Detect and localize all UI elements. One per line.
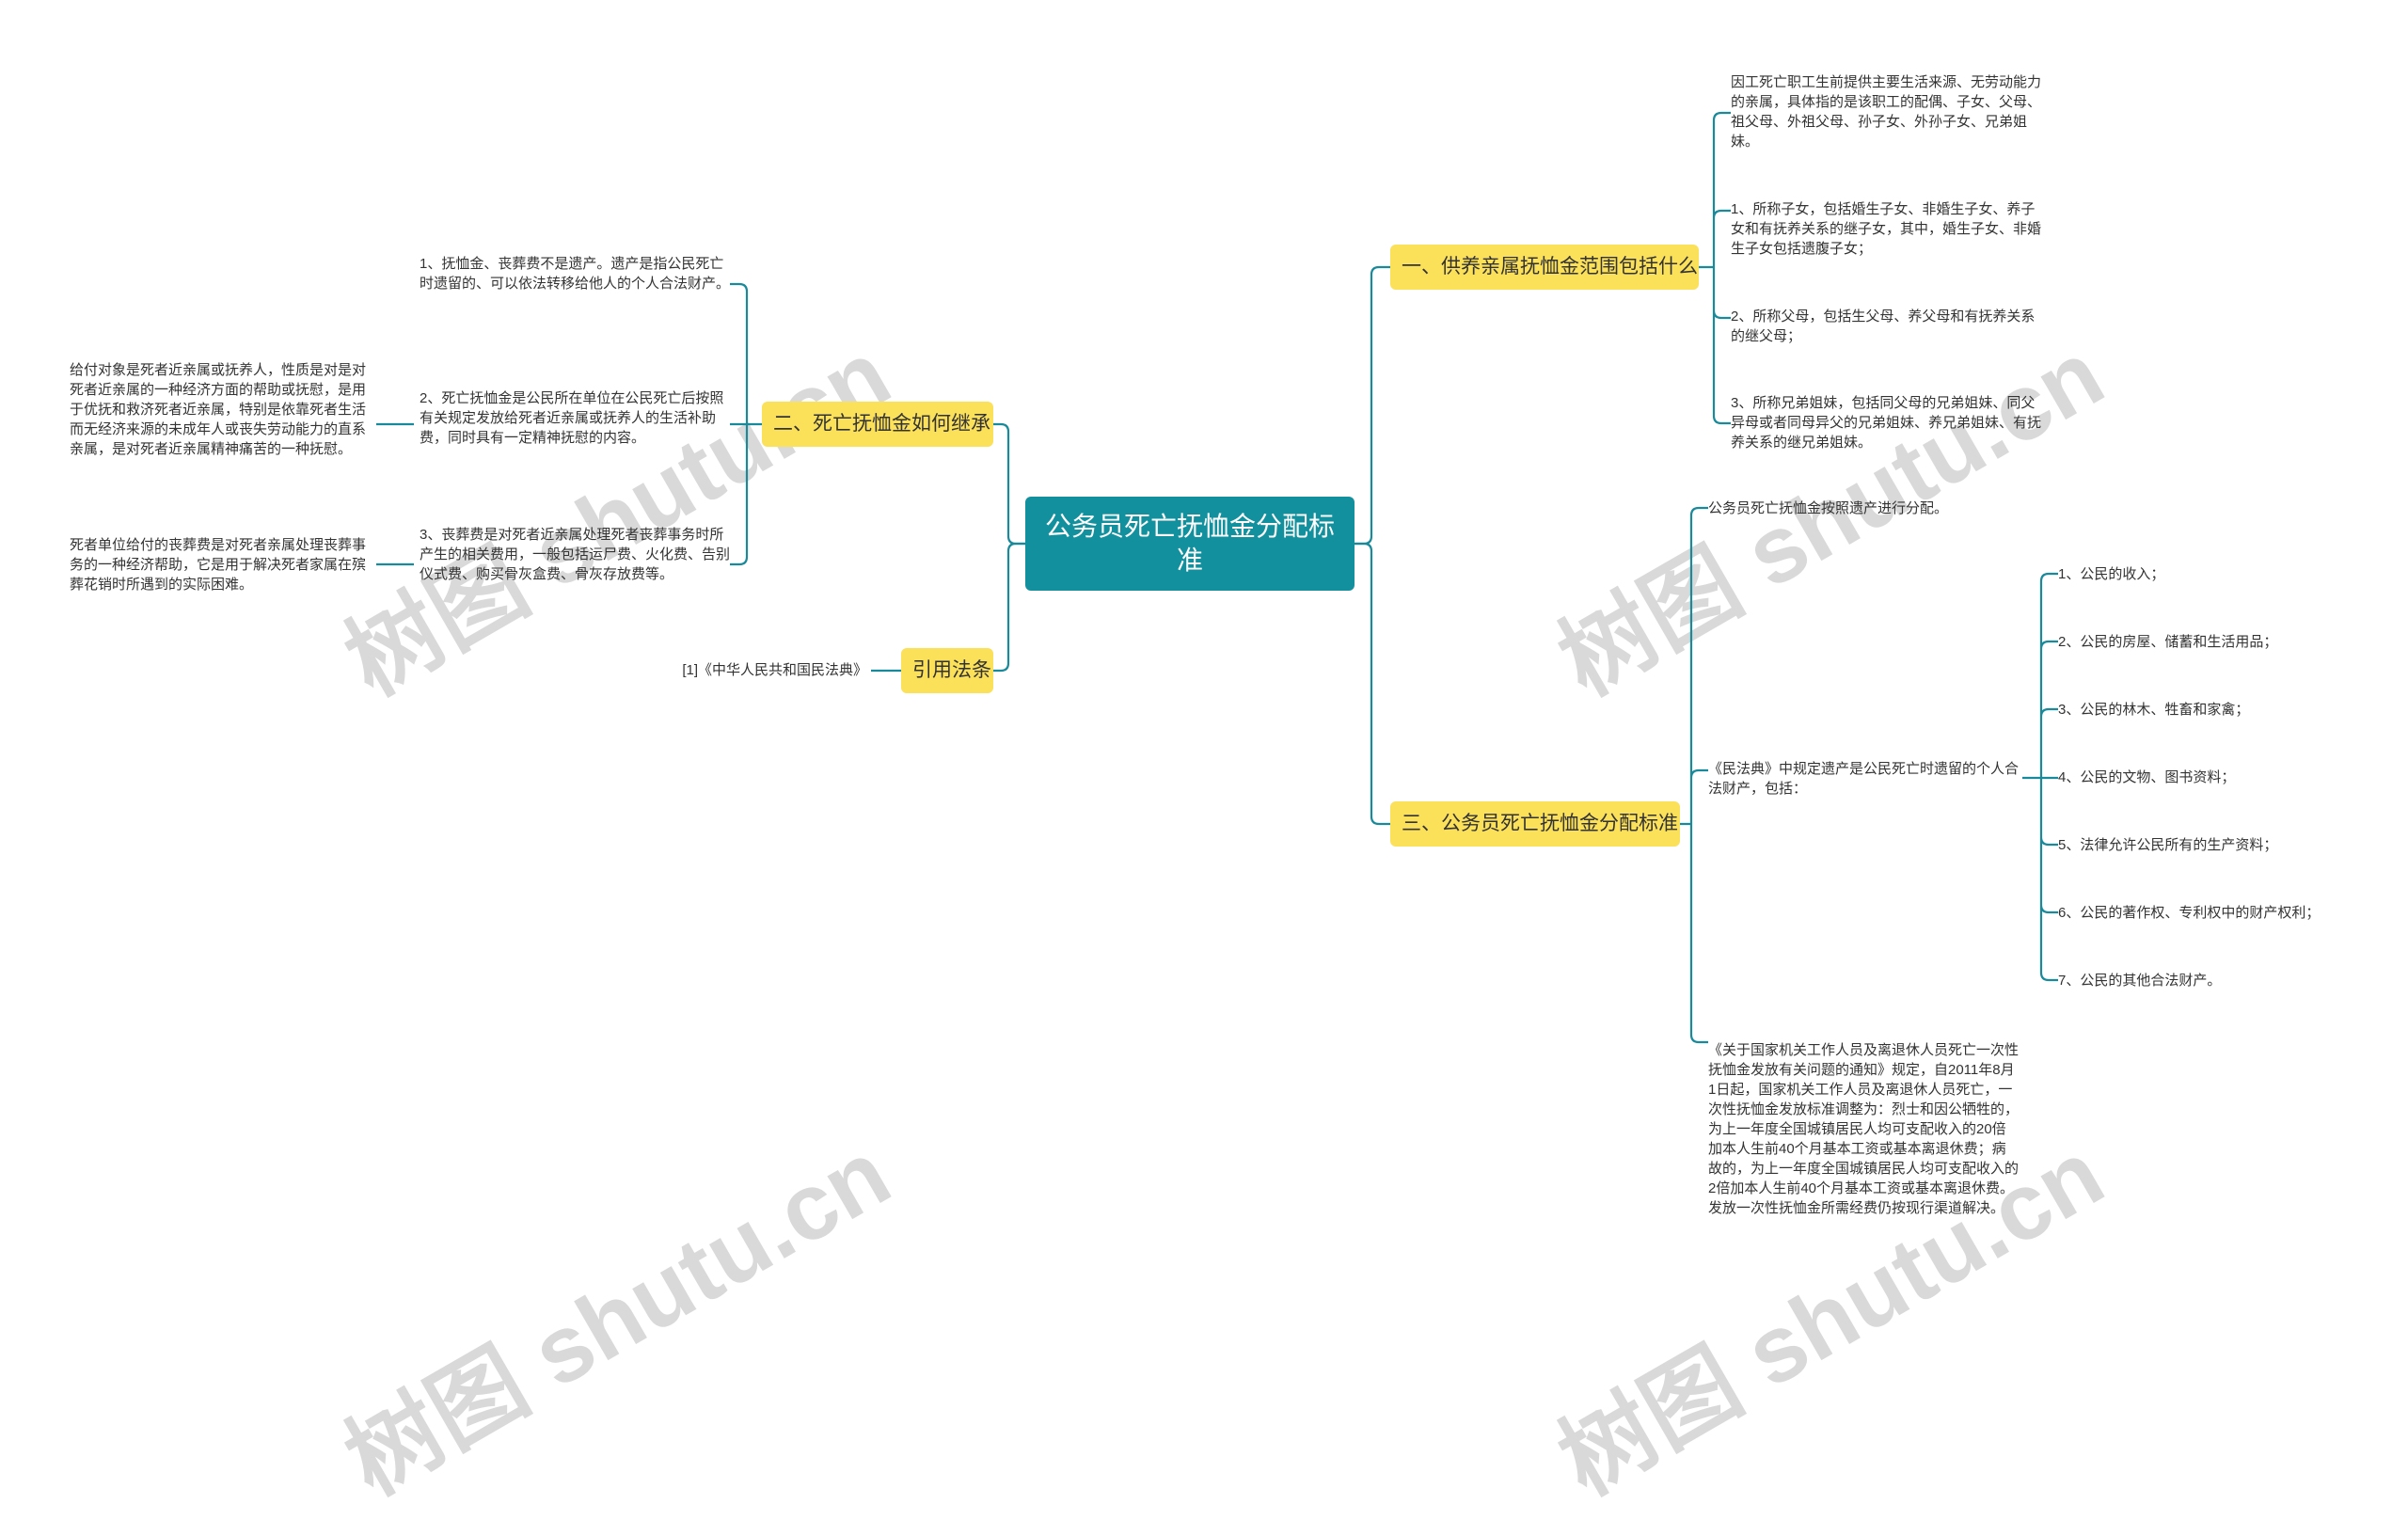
branch-node-b4[interactable]: 引用法条	[901, 648, 993, 693]
leaf-b2-sub-1: 死者单位给付的丧葬费是对死者亲属处理丧葬事务的一种经济帮助，它是用于解决死者家属…	[70, 537, 367, 593]
branch-label: 引用法条	[912, 659, 991, 681]
branch-node-b1[interactable]: 一、供养亲属抚恤金范围包括什么	[1390, 245, 1699, 290]
leaf-b2-1: 2、死亡抚恤金是公民所在单位在公民死亡后按照有关规定发放给死者近亲属或抚养人的生…	[420, 390, 724, 446]
connector-b1-children	[1699, 111, 1731, 425]
root-title: 公务员死亡抚恤金分配标准	[1044, 512, 1335, 575]
connector-b2-sub	[376, 422, 414, 566]
leaf-b1-2: 2、所称父母，包括生父母、养父母和有抚养关系的继父母；	[1731, 309, 2036, 344]
connector-root-b4	[993, 542, 1025, 673]
root-node[interactable]: 公务员死亡抚恤金分配标准	[1025, 497, 1354, 591]
branch-node-b3[interactable]: 三、公务员死亡抚恤金分配标准	[1390, 801, 1680, 847]
connector-b3-items	[2022, 572, 2058, 982]
leaf-b3-item-5: 6、公民的著作权、专利权中的财产权利；	[2058, 905, 2321, 921]
leaf-b1-0: 因工死亡职工生前提供主要生活来源、无劳动能力的亲属，具体指的是该职工的配偶、子女…	[1731, 74, 2042, 150]
branch-node-b2[interactable]: 二、死亡抚恤金如何继承	[762, 402, 993, 447]
leaf-b1-1: 1、所称子女，包括婚生子女、非婚生子女、养子女和有抚养关系的继子女，其中，婚生子…	[1731, 201, 2042, 257]
connector-root-b2	[993, 422, 1025, 546]
branch-label: 三、公务员死亡抚恤金分配标准	[1402, 813, 1678, 834]
connector-root-b3	[1354, 542, 1390, 826]
leaf-b3-item-4: 5、法律允许公民所有的生产资料；	[2058, 837, 2278, 853]
branch-label: 一、供养亲属抚恤金范围包括什么	[1402, 256, 1698, 277]
connector-b3-children	[1680, 506, 1708, 1044]
leaf-b4-0: [1]《中华人民共和国民法典》	[682, 662, 867, 678]
branch-label: 二、死亡抚恤金如何继承	[773, 413, 990, 435]
connector-lines	[376, 111, 2058, 1044]
leaf-b3-0: 公务员死亡抚恤金按照遗产进行分配。	[1708, 500, 1949, 516]
leaf-b3-item-2: 3、公民的林木、牲畜和家禽；	[2058, 702, 2250, 718]
leaf-b3-item-1: 2、公民的房屋、储蓄和生活用品；	[2058, 634, 2278, 650]
leaf-b3-2: 《关于国家机关工作人员及离退休人员死亡一次性抚恤金发放有关问题的通知》规定，自2…	[1708, 1042, 2020, 1216]
connector-root-b1	[1354, 265, 1390, 546]
leaf-b3-item-6: 7、公民的其他合法财产。	[2058, 973, 2222, 989]
leaf-b1-3: 3、所称兄弟姐妹，包括同父母的兄弟姐妹、同父异母或者同母异父的兄弟姐妹、养兄弟姐…	[1731, 395, 2042, 451]
leaf-b3-1: 《民法典》中规定遗产是公民死亡时遗留的个人合法财产，包括：	[1708, 761, 2020, 797]
leaf-b2-2: 3、丧葬费是对死者近亲属处理死者丧葬事务时所产生的相关费用，一般包括运尸费、火化…	[420, 527, 731, 582]
leaf-b2-sub-0: 给付对象是死者近亲属或抚养人，性质是对是对死者近亲属的一种经济方面的帮助或抚慰，…	[70, 362, 367, 457]
leaf-b3-item-0: 1、公民的收入；	[2058, 566, 2165, 582]
connector-b2-children	[730, 282, 762, 566]
leaf-b2-0: 1、抚恤金、丧葬费不是遗产。遗产是指公民死亡时遗留的、可以依法转移给他人的个人合…	[420, 256, 731, 292]
leaf-b3-item-3: 4、公民的文物、图书资料；	[2058, 769, 2236, 785]
